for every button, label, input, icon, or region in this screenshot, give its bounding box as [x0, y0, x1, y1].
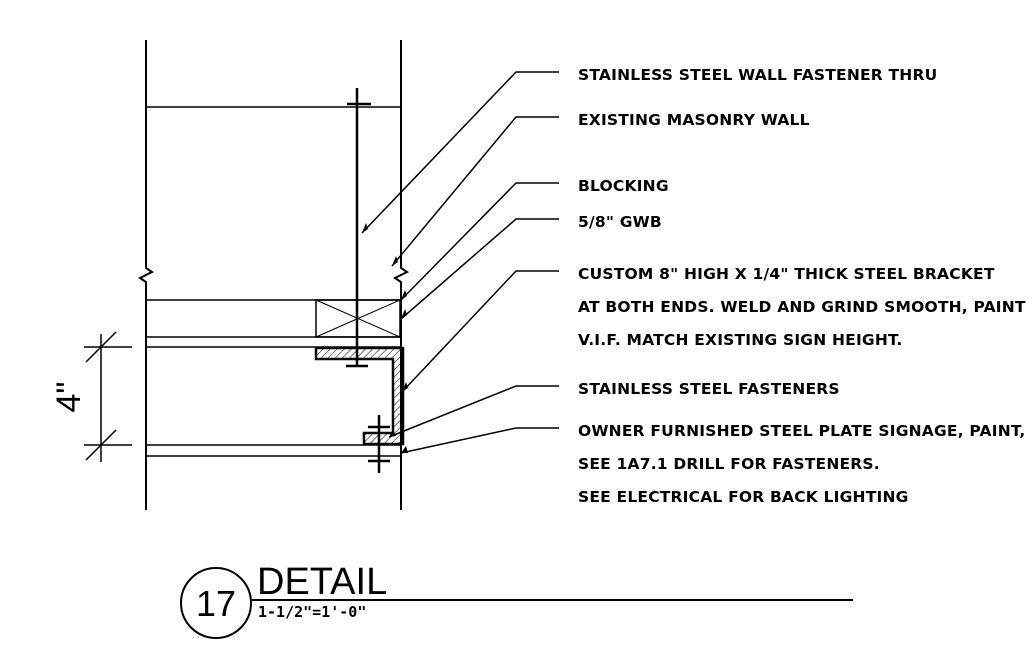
- wall-right-edge: [393, 40, 409, 510]
- dimension-4in: [84, 331, 132, 462]
- callout-gwb: 5/8" GWB: [578, 213, 662, 231]
- title-block: [180, 567, 853, 639]
- steel-bracket: [314, 346, 405, 446]
- callout-masonry-wall: EXISTING MASONRY WALL: [578, 111, 810, 129]
- dimension-label: 4": [50, 382, 88, 413]
- detail-title: DETAIL: [257, 561, 387, 603]
- leader-lines: [361, 71, 559, 454]
- callout-signage: OWNER FURNISHED STEEL PLATE SIGNAGE, PAI…: [578, 422, 1031, 506]
- detail-scale: 1-1/2"=1'-0": [258, 603, 366, 621]
- wall-left-edge: [138, 40, 154, 510]
- sign-fastener-symbol: [368, 415, 390, 473]
- callout-ss-fasteners: STAINLESS STEEL FASTENERS: [578, 380, 840, 398]
- callout-bracket: CUSTOM 8" HIGH X 1/4" THICK STEEL BRACKE…: [578, 265, 1031, 349]
- callout-blocking: BLOCKING: [578, 177, 669, 195]
- detail-number: 17: [196, 583, 236, 624]
- leader-arrows: [362, 223, 408, 453]
- callout-wall-fastener: STAINLESS STEEL WALL FASTENER THRU: [578, 66, 937, 84]
- wall-fastener-symbol: [346, 88, 371, 368]
